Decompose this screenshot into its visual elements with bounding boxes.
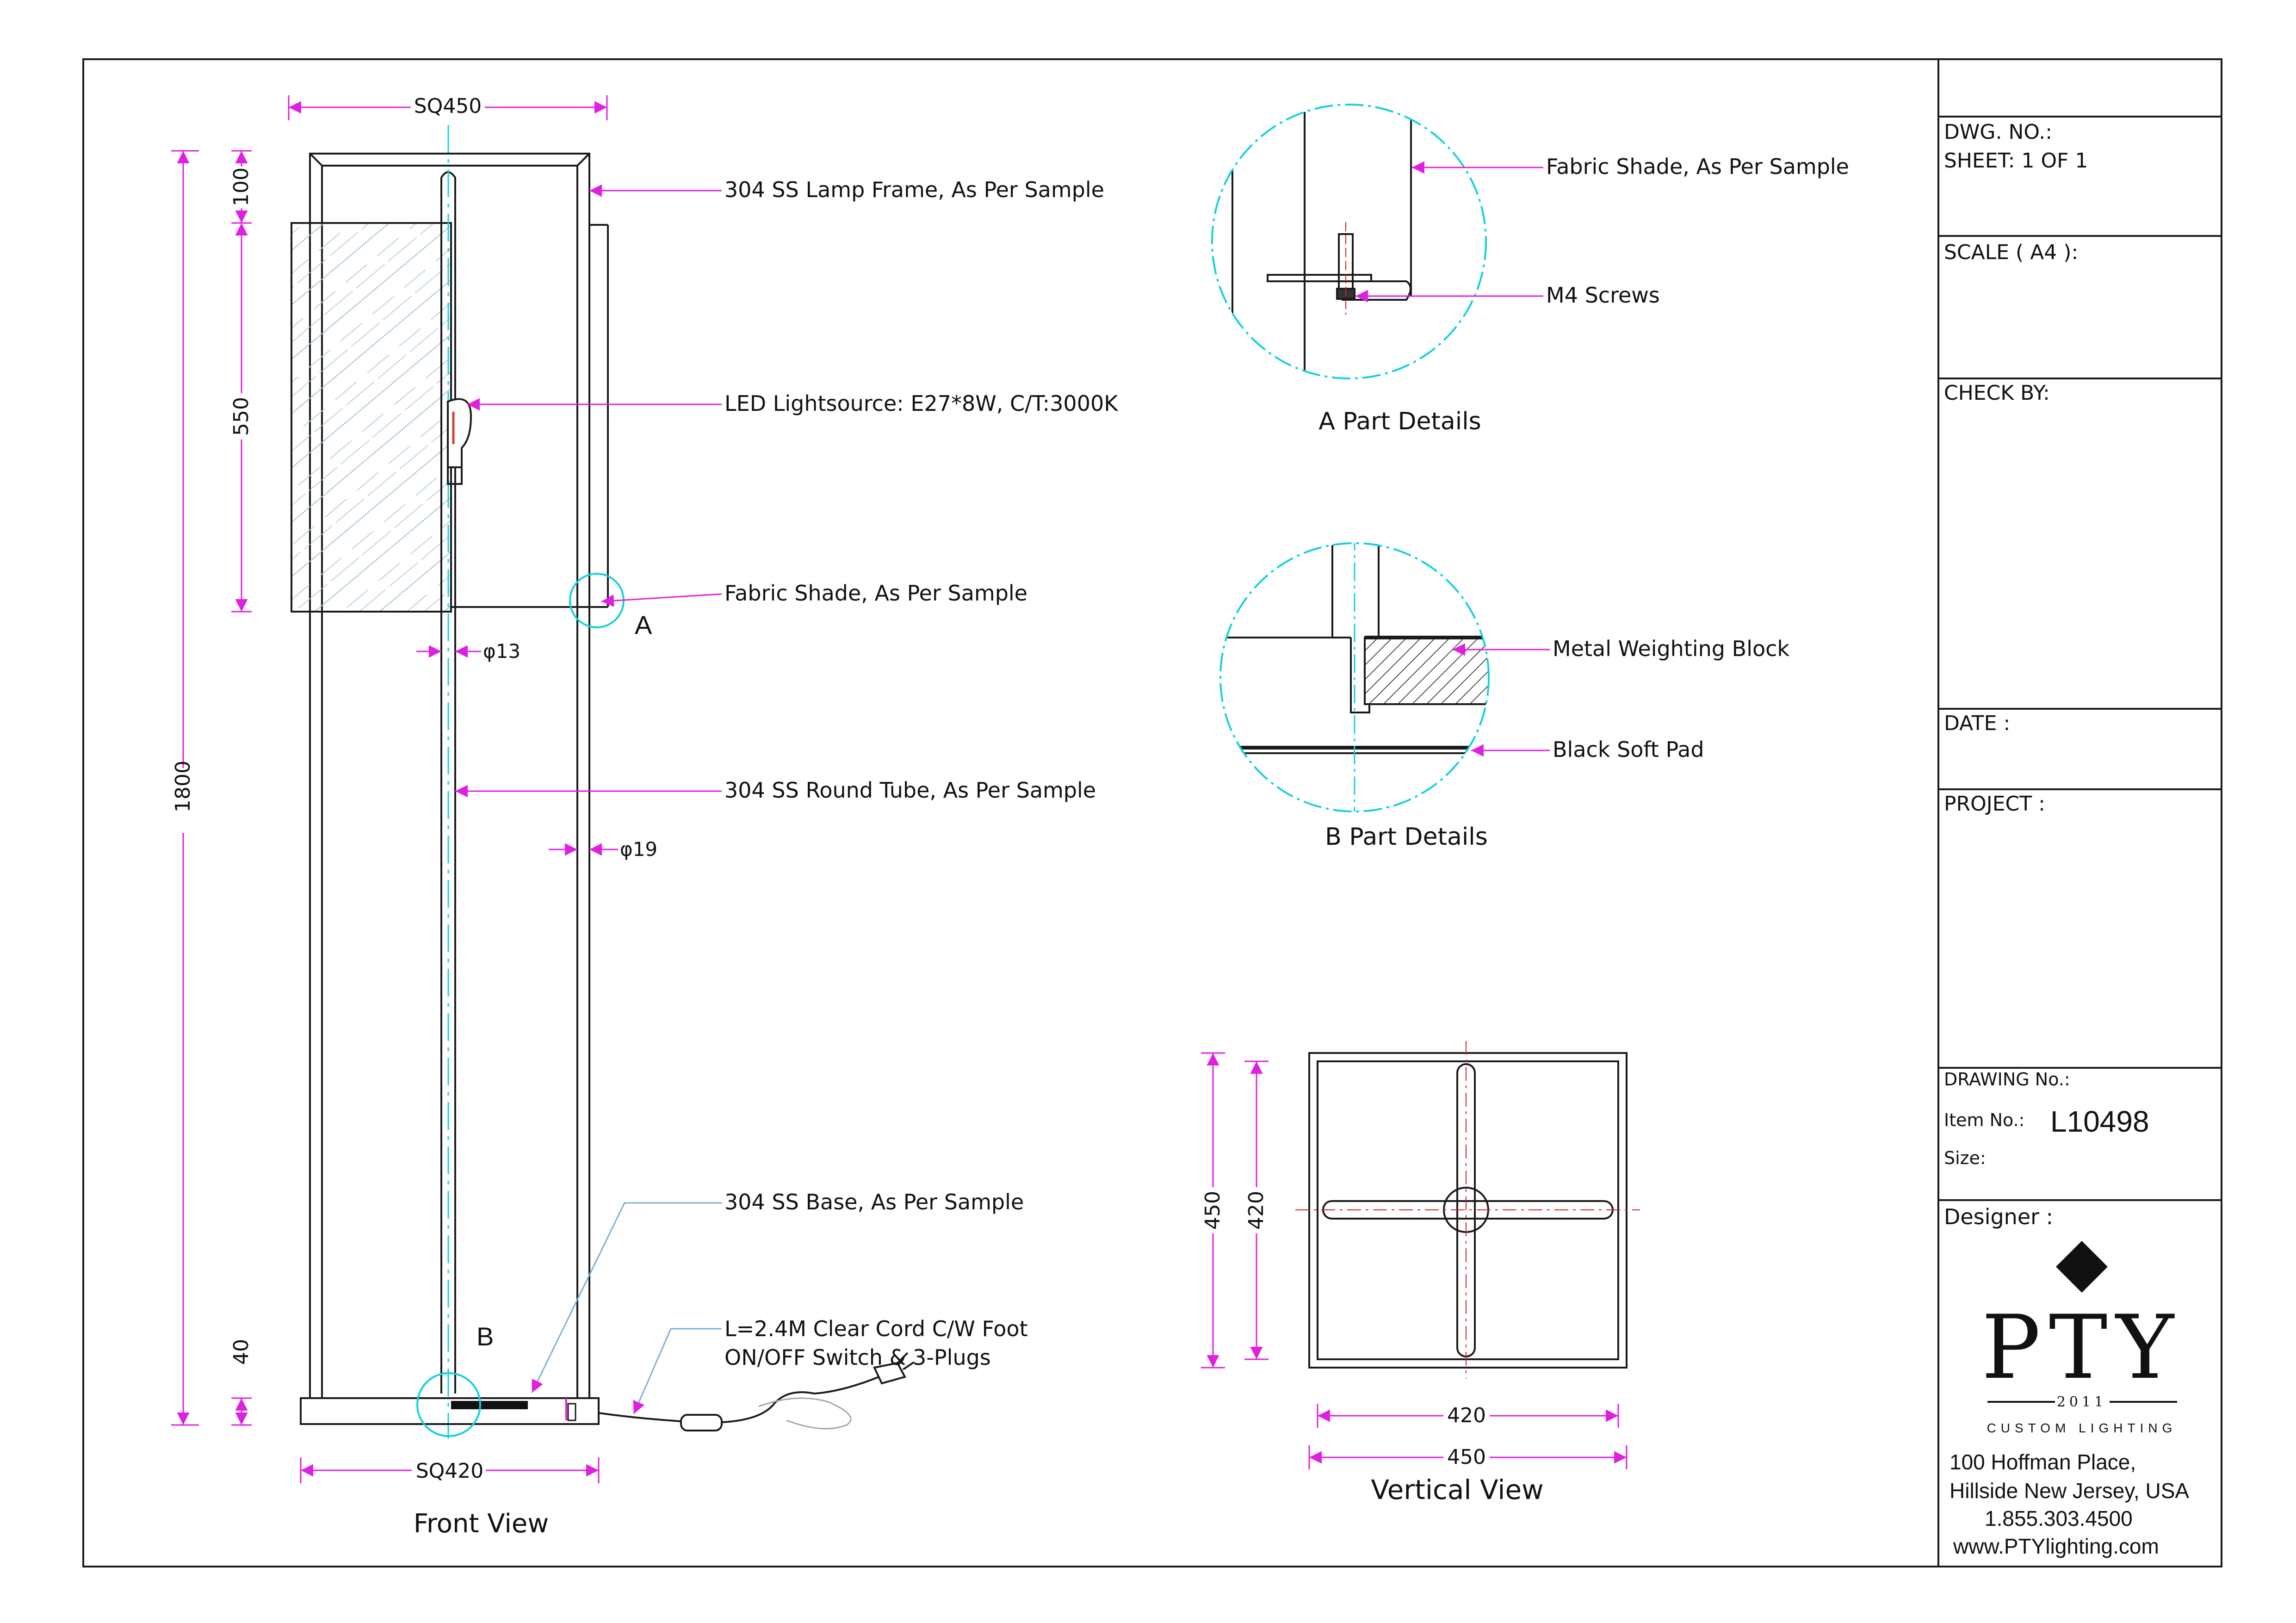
marker-a: A (635, 610, 652, 639)
callout-a-screws: M4 Screws (1546, 283, 1660, 308)
website: www.PTYlighting.com (1953, 1534, 2159, 1558)
front-callouts: 304 SS Lamp Frame, As Per Sample LED Lig… (724, 177, 1119, 1370)
detail-b-title: B Part Details (1325, 823, 1488, 851)
front-leaders (455, 184, 722, 1414)
sheet-number: SHEET: 1 OF 1 (1944, 149, 2088, 173)
vertical-view-title: Vertical View (1371, 1474, 1543, 1505)
dim-frame-diameter: φ19 (620, 838, 657, 861)
fabric-shade (291, 222, 452, 613)
dim-vertical-inner-height: 420 (1244, 1191, 1268, 1230)
detail-a-title: A Part Details (1318, 408, 1481, 435)
logo-year: 2011 (2057, 1394, 2107, 1410)
date-label: DATE : (1944, 712, 2010, 735)
dim-top-segment: 100 (229, 167, 253, 206)
logo-name: PTY (1981, 1296, 2182, 1399)
address-line-1: 100 Hoffman Place, (1949, 1450, 2136, 1474)
front-view-title: Front View (414, 1509, 549, 1539)
front-dimension-labels: SQ450 SQ420 1800 100 550 40 φ13 φ19 (167, 94, 657, 1483)
callout-tube: 304 SS Round Tube, As Per Sample (724, 778, 1096, 803)
plug-icon (873, 1362, 906, 1385)
detail-b: Metal Weighting Block Black Soft Pad B P… (1219, 542, 1789, 851)
pty-logo: PTY 2011 CUSTOM LIGHTING (1981, 1241, 2182, 1435)
callout-shade: Fabric Shade, As Per Sample (724, 581, 1027, 606)
title-block: DWG. NO.: SHEET: 1 OF 1 SCALE ( A4 ): CH… (1944, 120, 2189, 1558)
callout-led: LED Lightsource: E27*8W, C/T:3000K (724, 391, 1119, 416)
address-line-2: Hillside New Jersey, USA (1949, 1479, 2189, 1503)
callout-b-pad: Black Soft Pad (1553, 737, 1704, 762)
callout-frame: 304 SS Lamp Frame, As Per Sample (724, 177, 1104, 202)
sheet-border (82, 58, 2222, 1567)
dim-vertical-outer-height: 450 (1201, 1191, 1225, 1230)
dim-top-width: SQ450 (414, 94, 482, 118)
callout-base: 304 SS Base, As Per Sample (724, 1189, 1024, 1214)
dim-vertical-outer-width: 450 (1447, 1445, 1486, 1469)
weighting-block (451, 1401, 528, 1409)
check-by-label: CHECK BY: (1944, 381, 2050, 405)
round-tube (440, 125, 456, 1439)
front-view: A B SQ450 (167, 94, 1119, 1539)
led-bulb (447, 398, 472, 485)
callout-cord-1: L=2.4M Clear Cord C/W Foot (724, 1316, 1028, 1341)
detail-circle-b (416, 1372, 481, 1437)
callout-a-shade: Fabric Shade, As Per Sample (1546, 154, 1849, 179)
dim-vertical-inner-width: 420 (1447, 1404, 1486, 1427)
vertical-view: 420 450 450 420 Vertical View (1201, 1041, 1640, 1505)
marker-b: B (477, 1322, 494, 1351)
power-cord (598, 1352, 915, 1431)
item-no-label: Item No.: (1944, 1110, 2024, 1130)
diamond-icon (2056, 1241, 2108, 1293)
phone: 1.855.303.4500 (1985, 1506, 2133, 1530)
project-label: PROJECT : (1944, 792, 2045, 816)
size-label: Size: (1944, 1148, 1986, 1168)
dim-base-width: SQ420 (416, 1459, 484, 1483)
designer-label: Designer : (1944, 1204, 2053, 1229)
dim-base-segment: 40 (229, 1339, 253, 1365)
item-no-value: L10498 (2050, 1105, 2149, 1138)
lamp-base (300, 1397, 600, 1425)
dim-shade-segment: 550 (229, 397, 253, 436)
dim-tube-diameter: φ13 (483, 640, 520, 663)
dim-total-height: 1800 (171, 761, 195, 812)
logo-subtitle: CUSTOM LIGHTING (1987, 1421, 2177, 1435)
callout-b-block: Metal Weighting Block (1553, 636, 1789, 661)
drawing-no-label: DRAWING No.: (1944, 1069, 2070, 1090)
detail-a: Fabric Shade, As Per Sample M4 Screws A … (1211, 104, 1849, 435)
callout-cord-2: ON/OFF Switch & 3-Plugs (724, 1345, 991, 1370)
scale-label: SCALE ( A4 ): (1944, 241, 2078, 264)
dwg-no-label: DWG. NO.: (1944, 120, 2052, 144)
